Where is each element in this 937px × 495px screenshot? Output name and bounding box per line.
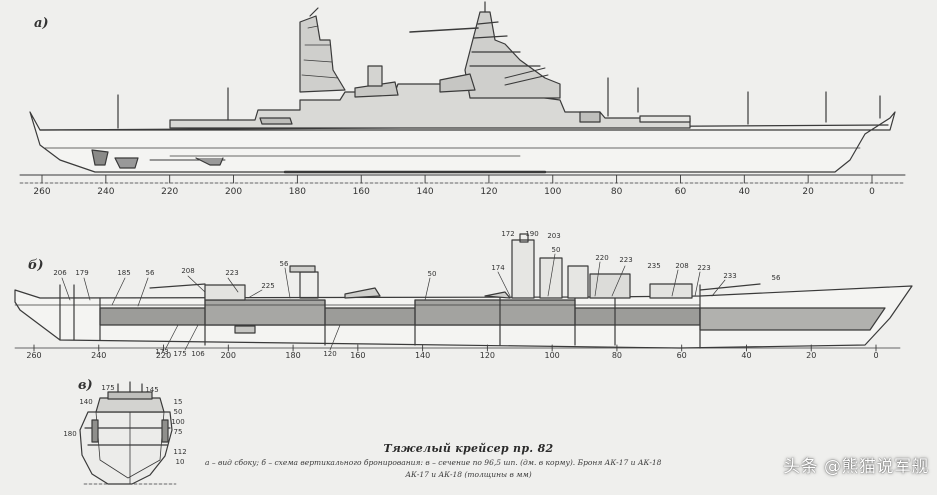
profile-frame-label: 120	[480, 187, 497, 197]
armor-callout: 172	[501, 230, 514, 238]
armor-callout: 190	[525, 230, 538, 238]
caption-title: Тяжелый крейсер пр. 82	[383, 442, 554, 455]
watermark: 头条 @熊猫说军舰	[783, 457, 929, 477]
cross-section-label: 112	[173, 448, 186, 456]
profile-frame-label: 200	[225, 187, 242, 197]
armor-callout: 235	[647, 262, 660, 270]
profile-frame-label: 140	[416, 187, 433, 197]
caption-note: АК-17 и АК-18 (толщины в мм)	[405, 470, 532, 479]
profile-frame-label: 20	[802, 187, 814, 197]
profile-frame-label: 160	[353, 187, 370, 197]
armor-callout-lower: 175	[173, 350, 186, 358]
section-frame-label: 220	[156, 351, 171, 360]
armor-callout: 185	[117, 269, 130, 277]
armor-callout: 220	[595, 254, 608, 262]
section-frame-label: 120	[480, 351, 495, 360]
section-frame-label: 100	[545, 351, 560, 360]
cross-section-label: 10	[176, 458, 185, 466]
armor-callout: 50	[552, 246, 561, 254]
section-frame-label: 140	[415, 351, 430, 360]
cross-section-label: 140	[79, 398, 92, 406]
armor-callout: 208	[675, 262, 688, 270]
armor-callout: 50	[428, 270, 437, 278]
profile-frame-label: 80	[611, 187, 623, 197]
armor-callout-lower: 173	[155, 348, 168, 356]
section-frame-label: 260	[26, 351, 41, 360]
armor-callout: 56	[280, 260, 289, 268]
armor-scheme-view	[14, 233, 913, 352]
cross-section-label: 50	[174, 408, 183, 416]
section-frame-label: 160	[350, 351, 365, 360]
profile-view	[19, 1, 906, 184]
panel-b-label: б)	[28, 258, 44, 273]
armor-callout: 223	[225, 269, 238, 277]
cross-section-label: 15	[174, 398, 183, 406]
caption-description: а – вид сбоку; б – схема вертикального б…	[205, 458, 662, 467]
cross-section-view	[79, 381, 177, 485]
armor-lower-callouts: 173 175 106 120	[155, 348, 336, 358]
armor-callout: 223	[697, 264, 710, 272]
section-frame-label: 40	[741, 351, 751, 360]
cross-section-label: 145	[145, 386, 158, 394]
armor-callout: 203	[547, 232, 560, 240]
profile-frame-label: 100	[544, 187, 561, 197]
cross-section-label: 100	[171, 418, 184, 426]
profile-hull	[29, 111, 896, 173]
profile-frame-label: 240	[97, 187, 114, 197]
panel-a-label: а)	[34, 16, 49, 31]
profile-frame-label: 180	[289, 187, 306, 197]
armor-callout: 208	[181, 267, 194, 275]
armor-thickness-callouts: 206 179 185 56 208 223 225 56 50 174 172 190 203 50 22…	[53, 230, 781, 290]
cross-section-label: 175	[101, 384, 114, 392]
cross-section-label: 75	[174, 428, 183, 436]
section-frame-label: 180	[285, 351, 300, 360]
panel-c-label: в)	[78, 378, 93, 393]
armor-callout-lower: 106	[191, 350, 205, 358]
armor-callout: 225	[261, 282, 274, 290]
armor-callout: 206	[53, 269, 67, 277]
armor-callout: 223	[619, 256, 632, 264]
armor-callout: 56	[146, 269, 155, 277]
profile-frame-label: 0	[869, 187, 875, 197]
armor-callout: 179	[75, 269, 88, 277]
section-frame-label: 60	[677, 351, 687, 360]
section-frame-label: 80	[612, 351, 622, 360]
armor-callout: 174	[491, 264, 505, 272]
profile-frame-label: 60	[675, 187, 687, 197]
armor-callout: 56	[772, 274, 781, 282]
section-frame-label: 0	[873, 351, 878, 360]
section-frame-label: 200	[221, 351, 236, 360]
cross-section-label: 180	[63, 430, 76, 438]
profile-frame-label: 220	[161, 187, 178, 197]
profile-frame-label: 260	[33, 187, 50, 197]
section-frame-label: 20	[806, 351, 816, 360]
profile-frame-label: 40	[739, 187, 751, 197]
section-frame-label: 240	[91, 351, 106, 360]
armor-callout-lower: 120	[323, 350, 336, 358]
cross-section-labels: 175 140 145 180 15 50 100 75 112 10	[63, 384, 186, 466]
armor-callout: 233	[723, 272, 736, 280]
